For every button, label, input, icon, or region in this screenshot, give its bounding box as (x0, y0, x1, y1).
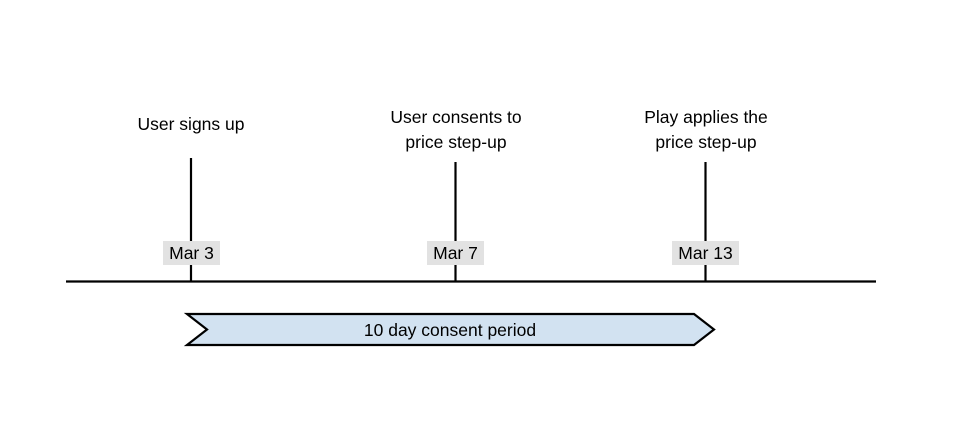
banner-arrow-shape (183, 312, 716, 347)
event-caption-line-2: price step-up (655, 132, 756, 152)
event-caption-line-2: price step-up (405, 132, 506, 152)
timeline-event-signup: User signs up Mar 3 (138, 114, 245, 282)
date-chip-background (672, 241, 739, 265)
event-date-label: Mar 3 (169, 243, 214, 263)
timeline-event-consent: User consents to price step-up Mar 7 (390, 107, 522, 282)
event-caption-line-1: User signs up (138, 114, 245, 134)
date-chip-background (427, 241, 484, 265)
timeline-event-apply: Play applies the price step-up Mar 13 (644, 107, 768, 282)
date-chip-background (163, 241, 220, 265)
consent-period-banner: 10 day consent period (183, 312, 716, 347)
event-caption-line-1: Play applies the (644, 107, 768, 127)
event-date-label: Mar 13 (678, 243, 732, 263)
event-caption-line-1: User consents to (390, 107, 521, 127)
banner-label: 10 day consent period (364, 320, 536, 340)
event-date-label: Mar 7 (433, 243, 478, 263)
